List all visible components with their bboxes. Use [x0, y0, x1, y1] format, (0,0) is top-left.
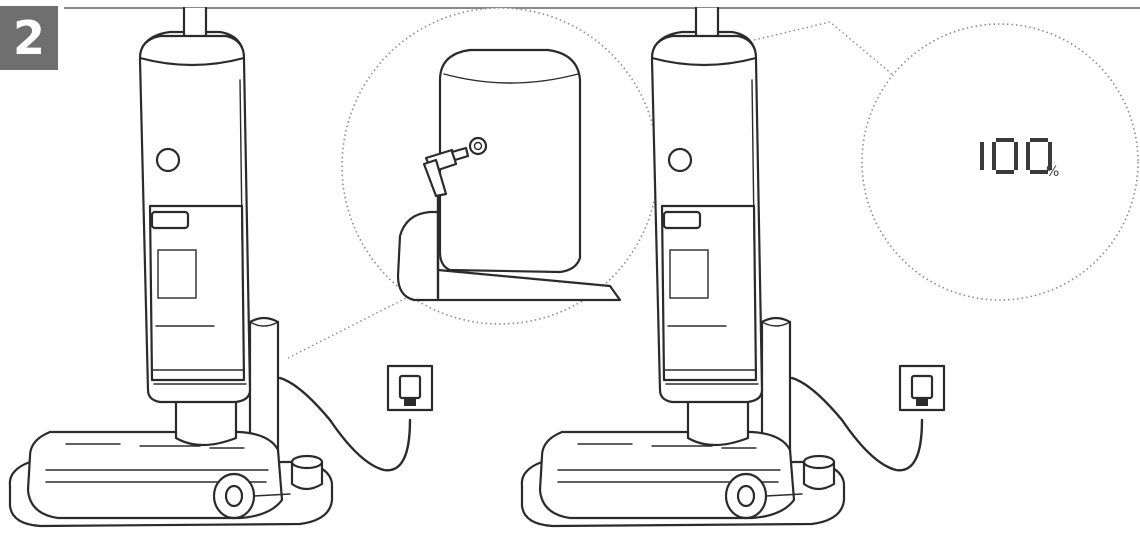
left-scene	[8, 6, 659, 528]
callout-leader	[287, 291, 419, 359]
battery-percent-unit: %	[1046, 164, 1059, 180]
zoom-callout-display	[861, 23, 1139, 301]
water-tank	[148, 204, 246, 382]
display-segment	[996, 138, 1014, 142]
display-segment	[992, 156, 996, 170]
brush-holder	[290, 460, 324, 491]
display-segment	[1030, 170, 1048, 174]
header-rule	[64, 7, 1140, 9]
step-number-badge: 2	[0, 6, 58, 70]
dock-tower	[248, 316, 280, 472]
display-segment	[1048, 142, 1052, 156]
wall-outlet-icon	[898, 364, 946, 412]
display-segment	[980, 156, 984, 170]
display-segment	[996, 170, 1014, 174]
display-segment	[1014, 142, 1018, 156]
display-segment	[1030, 138, 1048, 142]
zoom-content-plug	[396, 48, 622, 302]
right-scene	[520, 6, 1139, 528]
display-segment	[1014, 156, 1018, 170]
battery-level-readout	[980, 138, 1052, 174]
dock-tower-zoom	[438, 48, 582, 274]
wall-outlet-icon	[386, 364, 434, 412]
dc-plug-icon	[422, 146, 470, 300]
charging-cord	[278, 376, 412, 472]
display-panel	[650, 34, 758, 67]
display-segment	[1048, 156, 1052, 170]
dc-socket	[468, 136, 488, 156]
power-button	[155, 147, 181, 173]
display-segment	[1026, 142, 1030, 156]
neck	[174, 394, 238, 447]
display-segment	[980, 142, 984, 156]
display-segment	[1026, 156, 1030, 170]
handle-pole	[182, 6, 208, 40]
display-segment	[992, 142, 996, 156]
